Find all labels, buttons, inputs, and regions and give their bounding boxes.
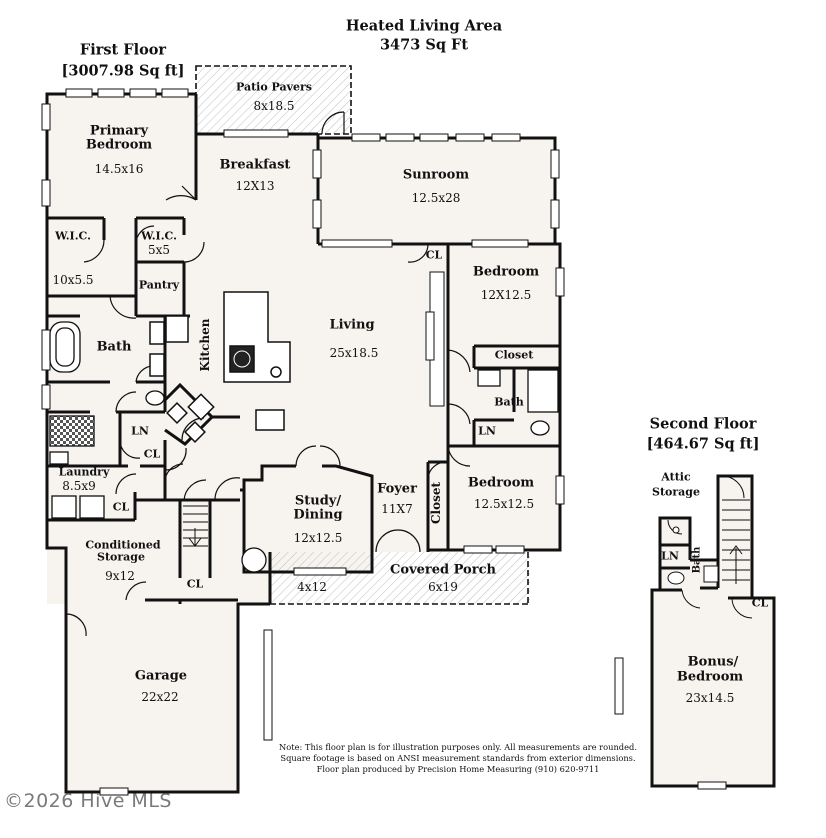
- disclaimer-note: Note: This floor plan is for illustratio…: [272, 742, 644, 774]
- second-floor-sqft: [464.67 Sq ft]: [646, 435, 760, 453]
- bonus-dim: 23x14.5: [685, 691, 735, 706]
- first-floor-windows: [41, 88, 565, 796]
- conditioned-storage-label-1: Conditioned: [85, 538, 161, 552]
- second-floor: [614, 474, 776, 790]
- breakfast-dim: 12X13: [235, 179, 275, 194]
- front-patio-dim: 4x12: [297, 580, 327, 595]
- primary-bath-label: Bath: [96, 339, 132, 355]
- bedroom2-dim: 12X12.5: [480, 288, 532, 303]
- bonus-label-2: Bedroom: [676, 669, 744, 685]
- conditioned-storage-label-2: Storage: [97, 550, 145, 564]
- sunroom-dim: 12.5x28: [411, 191, 461, 206]
- watermark: ©2026 Hive MLS: [4, 790, 172, 812]
- first-floor-fill: [47, 94, 560, 792]
- primary-bedroom-label-1: Primary: [89, 123, 149, 139]
- laundry-label: Laundry: [58, 465, 110, 479]
- first-floor-sqft: [3007.98 Sq ft]: [61, 62, 185, 80]
- note-line-1: Note: This floor plan is for illustratio…: [279, 742, 637, 752]
- storage-closet-label: CL: [112, 500, 130, 514]
- bath2-label: Bath: [494, 395, 524, 409]
- covered-porch-hatch: [270, 552, 530, 604]
- garage-label: Garage: [134, 668, 188, 684]
- living-dim: 25x18.5: [329, 346, 379, 361]
- laundry-dim: 8.5x9: [62, 479, 96, 494]
- kitchen-label: Kitchen: [198, 318, 212, 372]
- laundry-closet-label: CL: [143, 447, 161, 461]
- primary-bedroom-dim: 14.5x16: [94, 162, 144, 177]
- study-label-2: Dining: [293, 507, 343, 523]
- heated-area-sqft: 3473 Sq Ft: [379, 36, 469, 54]
- study-dim: 12x12.5: [293, 531, 343, 546]
- closet-up-label: CL: [751, 596, 769, 610]
- attic-label-2: Storage: [652, 485, 700, 499]
- stairs-first-floor: [183, 505, 208, 547]
- breakfast-label: Breakfast: [219, 157, 291, 173]
- bonus-label-1: Bonus/: [687, 654, 739, 670]
- foyer-label: Foyer: [377, 481, 417, 497]
- bedroom2-closet-label: Closet: [494, 348, 534, 362]
- wic1-dim: 10x5.5: [52, 273, 94, 288]
- attic-label-1: Attic: [661, 470, 691, 484]
- covered-porch-dim: 6x19: [428, 580, 458, 595]
- heated-area-title: Heated Living Area: [345, 17, 503, 35]
- bedroom2-label: Bedroom: [472, 264, 540, 280]
- first-floor-title: First Floor: [79, 41, 167, 59]
- living-label: Living: [329, 317, 375, 333]
- wic2-label: W.I.C.: [141, 229, 177, 243]
- kitchen-fixtures: [149, 291, 291, 443]
- linen-up-label: LN: [661, 549, 679, 563]
- patio-label: Patio Pavers: [235, 80, 313, 94]
- bedroom3-dim: 12.5x12.5: [473, 497, 535, 512]
- garage-dim: 22x22: [141, 690, 179, 705]
- linen1-label: LN: [131, 424, 149, 438]
- foyer-dim: 11X7: [381, 502, 413, 517]
- study-label-1: Study/: [294, 493, 342, 509]
- note-line-2: Square footage is based on ANSI measurem…: [280, 752, 636, 763]
- conditioned-storage-dim: 9x12: [105, 569, 135, 584]
- wic1-label: W.I.C.: [55, 229, 91, 243]
- wic2-dim: 5x5: [147, 243, 171, 258]
- note-line-3: Floor plan produced by Precision Home Me…: [316, 763, 600, 774]
- linen2-label: LN: [478, 424, 496, 438]
- garage-closet-label: CL: [186, 577, 204, 591]
- primary-bedroom-label-2: Bedroom: [85, 137, 153, 153]
- patio-dim: 8x18.5: [253, 99, 295, 114]
- door-swings: [59, 111, 471, 637]
- covered-porch-label: Covered Porch: [390, 562, 496, 578]
- living-closet-label: CL: [425, 248, 443, 262]
- bath-up-label: Bath: [691, 546, 703, 574]
- pantry-label: Pantry: [138, 278, 180, 292]
- sunroom-label: Sunroom: [402, 167, 470, 183]
- bedroom3-label: Bedroom: [467, 475, 535, 491]
- bath-fixtures: [49, 321, 559, 573]
- foyer-closet-label: Closet: [429, 481, 443, 525]
- second-floor-title: Second Floor: [649, 415, 757, 433]
